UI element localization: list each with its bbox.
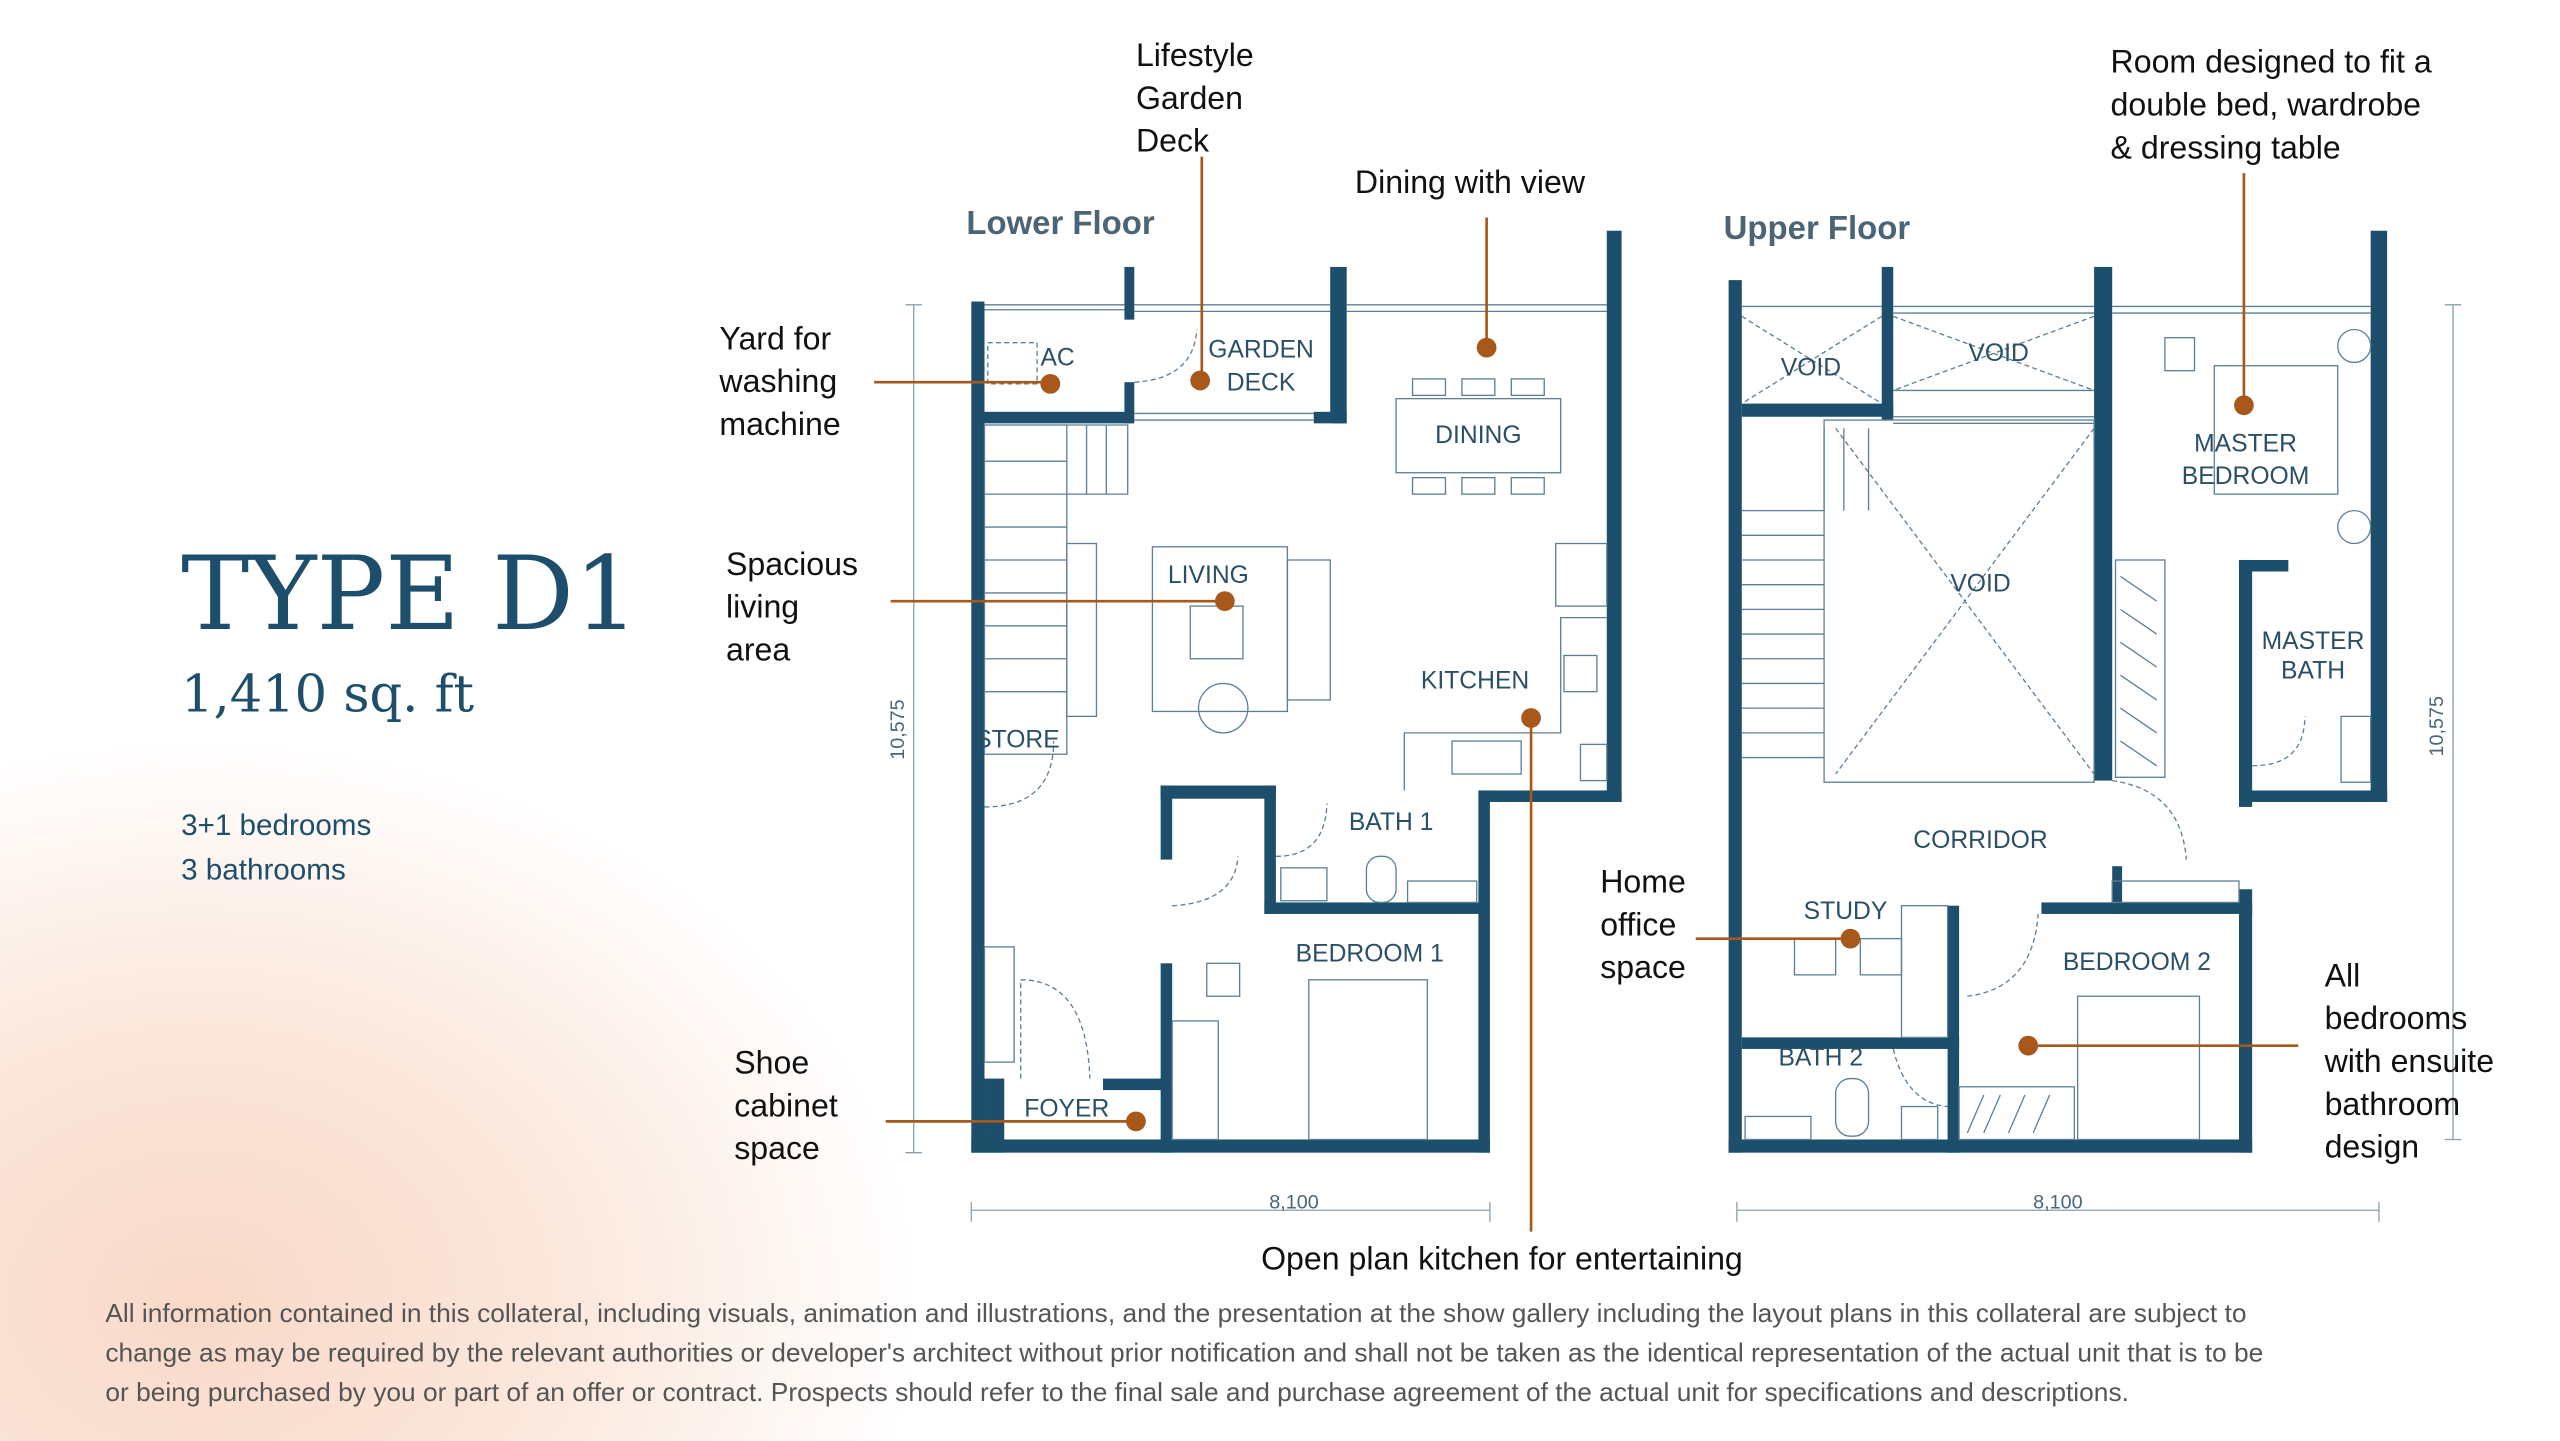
room-label-deck: DECK: [1227, 369, 1296, 396]
upper-floor-plan: Upper Floor: [1724, 209, 2462, 1222]
room-label-bedroom2: BEDROOM 2: [2063, 949, 2211, 976]
room-label-store: STORE: [975, 727, 1060, 754]
annotation-living-1: Spacious: [726, 546, 858, 582]
annotation-home-office-1: Home: [1600, 864, 1686, 900]
unit-area: 1,410 sq. ft: [181, 665, 474, 724]
annotation-yard-1: Yard for: [719, 320, 831, 356]
room-label-foyer: FOYER: [1024, 1095, 1109, 1122]
bathroom-count: 3 bathrooms: [181, 853, 346, 886]
disclaimer-line-3: or being purchased by you or part of an …: [105, 1377, 2129, 1407]
room-label-living: LIVING: [1168, 562, 1249, 589]
annotation-kitchen: Open plan kitchen for entertaining: [1261, 1241, 1743, 1277]
room-label-bath2: BATH 2: [1779, 1044, 1864, 1071]
room-label-bedroom1: BEDROOM 1: [1296, 941, 1444, 968]
annotation-shoe-2: cabinet: [734, 1087, 838, 1123]
upper-width-dimension: 8,100: [2033, 1192, 2082, 1214]
lower-floor-plan: Lower Floor: [887, 204, 1622, 1222]
annotations: Lifestyle Garden Deck Dining with view Y…: [718, 37, 2494, 1276]
room-label-master-bath-1: MASTER: [2262, 628, 2365, 655]
lower-floor-title: Lower Floor: [966, 204, 1154, 241]
kitchen-counter: [1403, 542, 1608, 791]
annotation-ensuite-5: design: [2325, 1129, 2420, 1165]
annotation-home-office-3: space: [1600, 949, 1686, 985]
room-label-corridor: CORRIDOR: [1913, 827, 2047, 854]
annotation-living-3: area: [726, 631, 790, 667]
annotation-home-office-2: office: [1600, 906, 1676, 942]
dining-table: [1395, 378, 1562, 495]
room-label-master: MASTER: [2194, 430, 2297, 457]
room-label-garden: GARDEN: [1208, 336, 1314, 363]
upper-floor-title: Upper Floor: [1724, 209, 1911, 246]
room-label-void-3: VOID: [1950, 570, 2010, 597]
room-label-master-bath-2: BATH: [2281, 658, 2345, 685]
annotation-master-3: & dressing table: [2111, 129, 2341, 165]
annotation-master-1: Room designed to fit a: [2111, 44, 2432, 80]
staircase: [983, 424, 1129, 808]
lower-depth-dimension: 10,575: [887, 699, 909, 759]
annotation-ensuite-1: All: [2325, 957, 2361, 993]
annotation-garden-deck-3: Deck: [1136, 123, 1210, 159]
annotation-master-2: double bed, wardrobe: [2111, 86, 2421, 122]
annotation-yard-2: washing: [718, 363, 837, 399]
disclaimer-line-1: All information contained in this collat…: [105, 1298, 2246, 1328]
lower-width-dimension: 8,100: [1269, 1192, 1318, 1214]
room-label-void-2: VOID: [1968, 340, 2028, 367]
room-label-dining: DINING: [1435, 422, 1521, 449]
annotation-garden-deck-1: Lifestyle: [1136, 37, 1254, 73]
unit-type-title: TYPE D1: [181, 535, 639, 654]
annotation-garden-deck-2: Garden: [1136, 80, 1243, 116]
disclaimer: All information contained in this collat…: [105, 1298, 2263, 1407]
bedroom-count: 3+1 bedrooms: [181, 809, 371, 842]
upper-staircase: [1741, 428, 1870, 759]
disclaimer-line-2: change as may be required by the relevan…: [105, 1338, 2263, 1368]
annotation-shoe-3: space: [734, 1130, 820, 1166]
room-label-ac: AC: [1040, 345, 1074, 372]
annotation-dining: Dining with view: [1355, 164, 1586, 200]
annotation-yard-3: machine: [719, 406, 840, 442]
annotation-ensuite-4: bathroom: [2325, 1086, 2461, 1122]
room-label-study: STUDY: [1804, 898, 1888, 925]
room-label-bath1: BATH 1: [1349, 809, 1434, 836]
annotation-shoe-1: Shoe: [734, 1045, 809, 1081]
room-label-kitchen: KITCHEN: [1421, 667, 1529, 694]
room-label-void-1: VOID: [1781, 355, 1841, 382]
living-furniture: [1151, 546, 1331, 734]
annotation-ensuite-3: with ensuite: [2324, 1043, 2494, 1079]
annotation-ensuite-2: bedrooms: [2325, 1000, 2468, 1036]
annotation-living-2: living: [726, 589, 799, 625]
upper-depth-dimension: 10,575: [2426, 696, 2448, 756]
room-label-master-bedroom: BEDROOM: [2182, 463, 2310, 490]
